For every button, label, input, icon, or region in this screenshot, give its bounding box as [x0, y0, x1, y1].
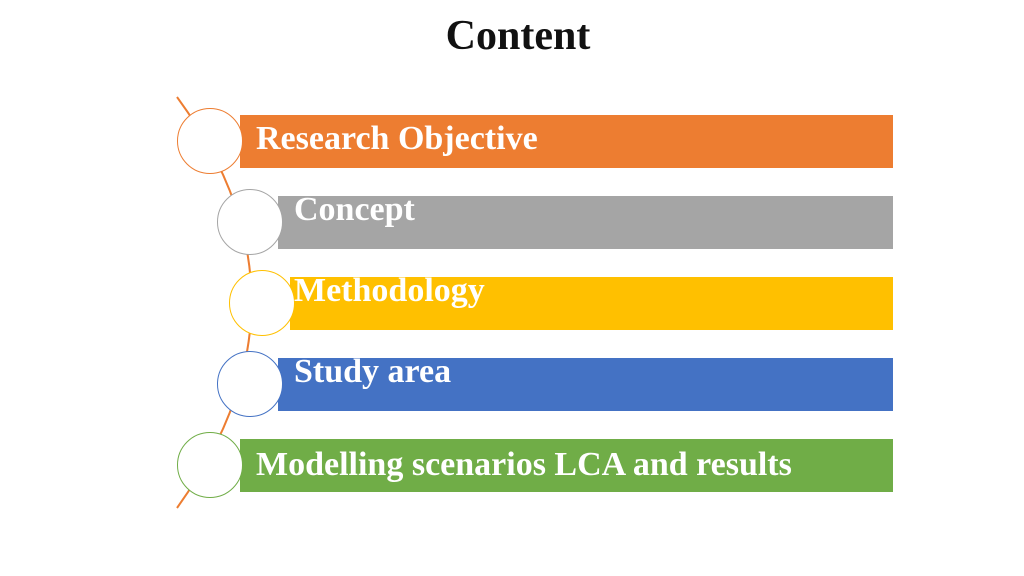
bar-modelling-scenarios: [240, 439, 893, 492]
label-concept: Concept: [294, 191, 415, 228]
slide-title: Content: [445, 13, 591, 59]
bullet-circle-methodology: [229, 270, 295, 336]
bar-methodology: [290, 277, 893, 330]
bullet-circle-modelling-scenarios: [177, 432, 243, 498]
bar-research-objective: [240, 115, 893, 168]
label-modelling-scenarios: Modelling scenarios LCA and results: [256, 446, 792, 483]
bullet-circle-research-objective: [177, 108, 243, 174]
bar-study-area: [278, 358, 893, 411]
bullet-circle-concept: [217, 189, 283, 255]
label-methodology: Methodology: [294, 272, 485, 309]
bullet-circle-study-area: [217, 351, 283, 417]
label-research-objective: Research Objective: [256, 120, 538, 157]
label-study-area: Study area: [294, 353, 452, 390]
bar-concept: [278, 196, 893, 249]
